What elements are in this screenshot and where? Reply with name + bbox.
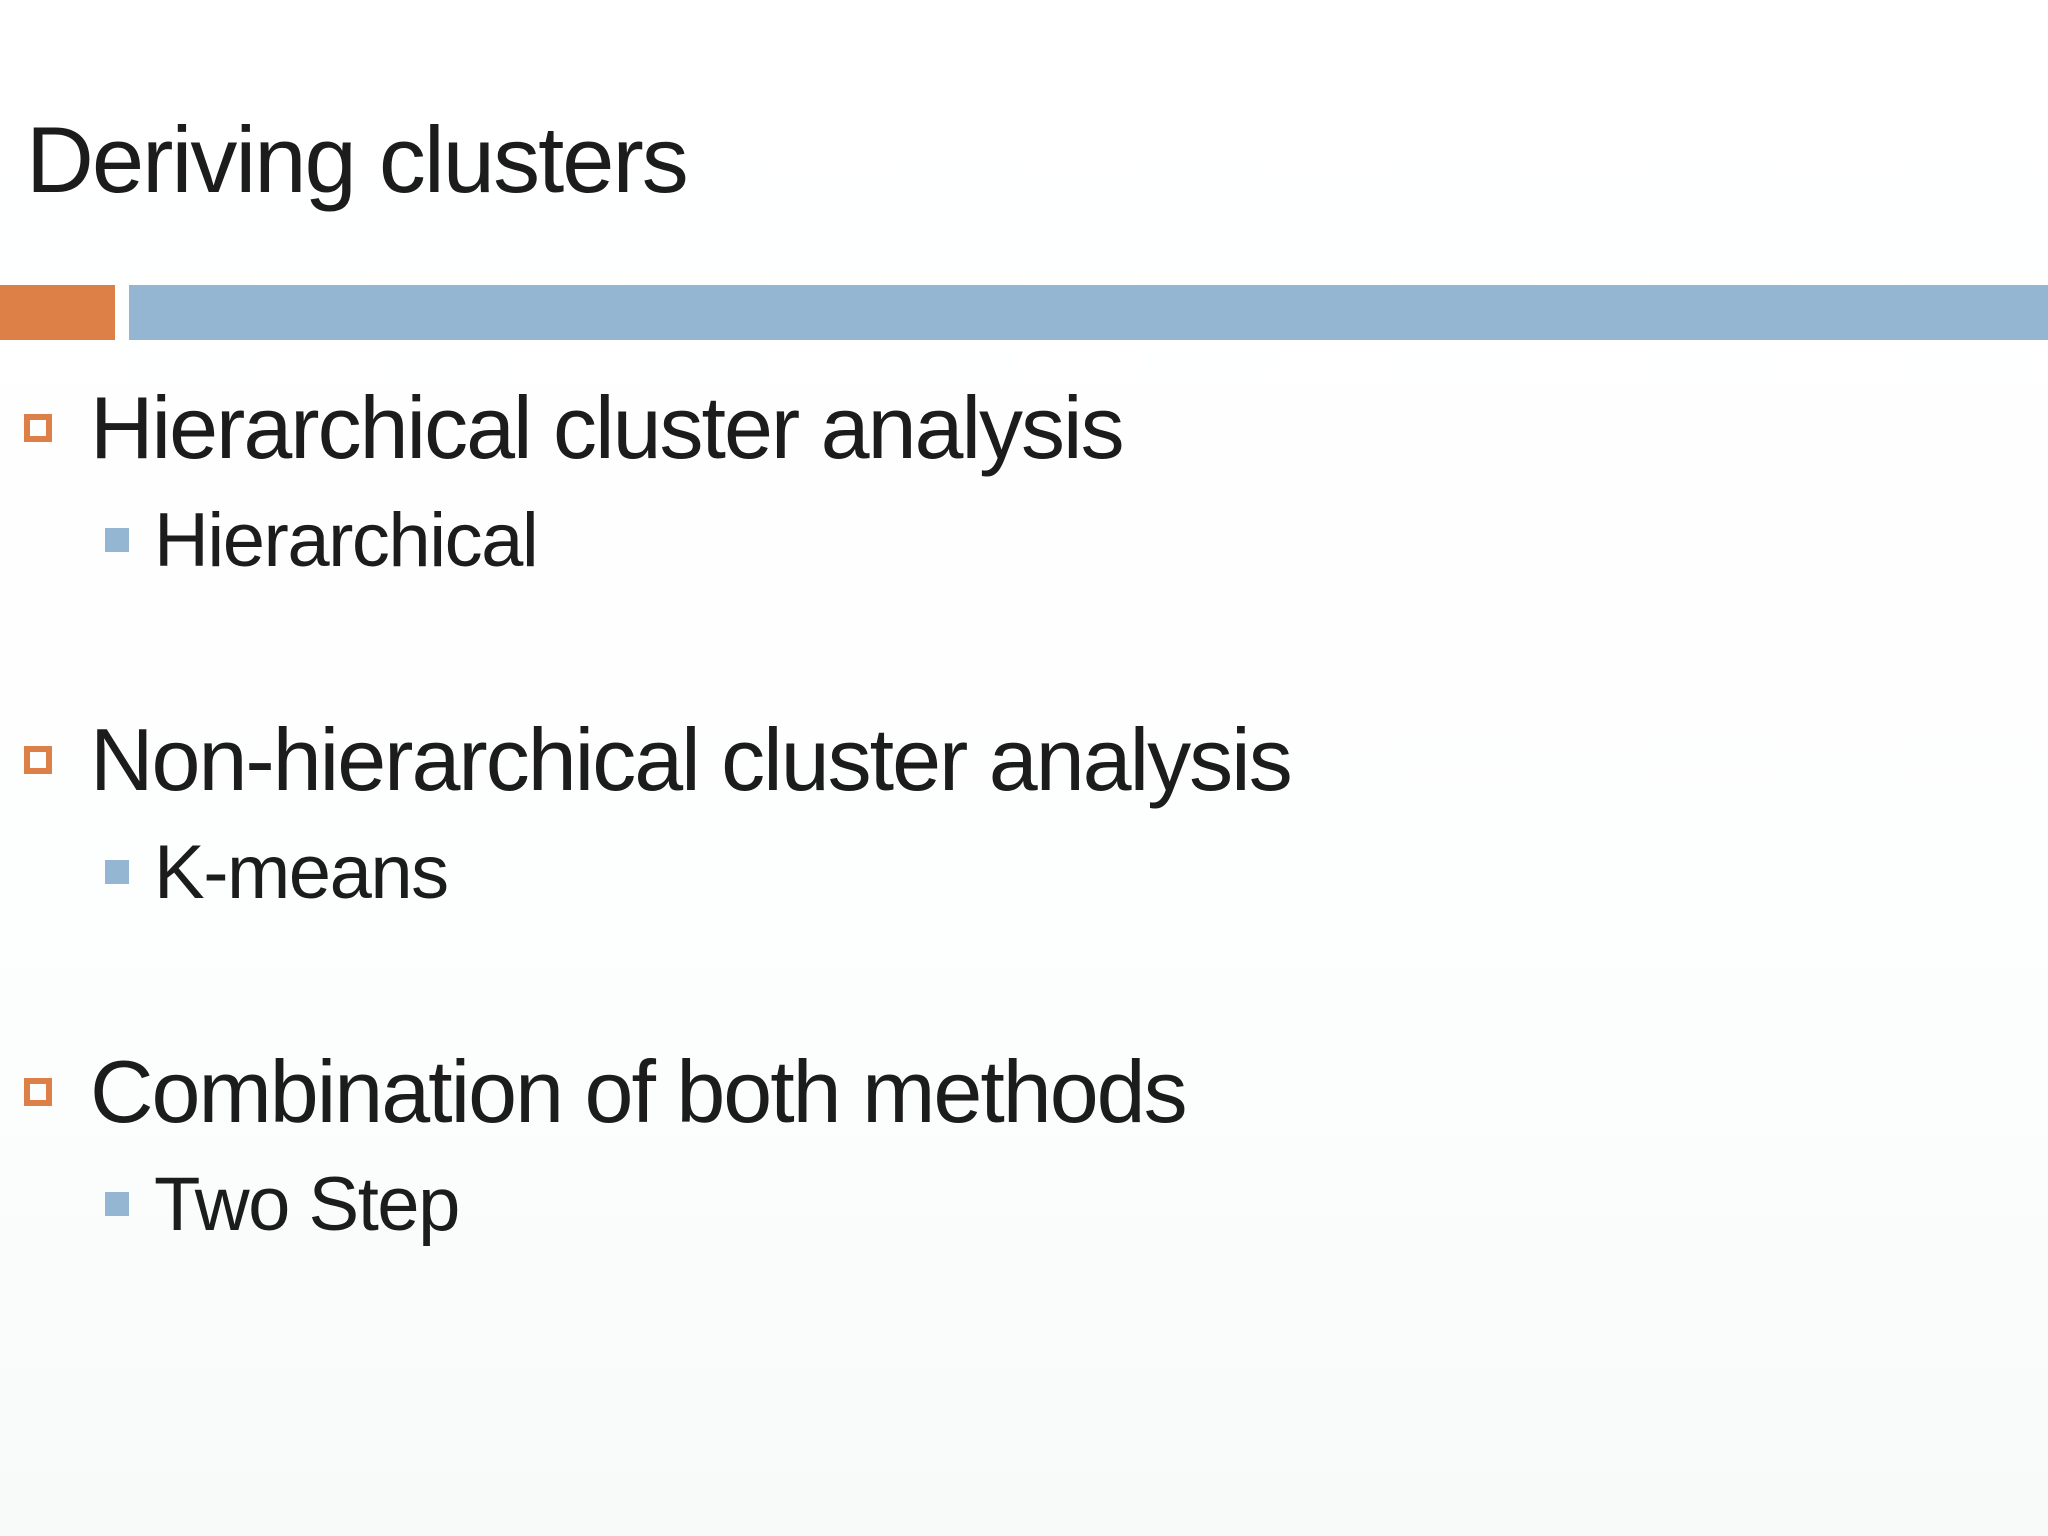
level1-bullet-icon <box>24 746 52 774</box>
sub-bullet-item: K-means <box>0 826 2048 918</box>
level2-bullet-icon <box>105 860 129 884</box>
bullet-item: Non-hierarchical cluster analysis <box>0 706 2048 814</box>
sub-bullet-item: Two Step <box>0 1158 2048 1250</box>
slide-title: Deriving clusters <box>26 107 689 212</box>
bullet-group: Combination of both methods Two Step <box>0 1038 2048 1250</box>
sub-bullet-text: Two Step <box>154 1161 460 1247</box>
bullet-group: Hierarchical cluster analysis Hierarchic… <box>0 374 2048 586</box>
bullet-text: Non-hierarchical cluster analysis <box>90 710 1293 809</box>
bullet-group: Non-hierarchical cluster analysis K-mean… <box>0 706 2048 918</box>
bullet-list: Hierarchical cluster analysis Hierarchic… <box>0 374 2048 1250</box>
bullet-text: Hierarchical cluster analysis <box>90 378 1125 477</box>
level2-bullet-icon <box>105 1192 129 1216</box>
divider-orange-segment <box>0 285 115 340</box>
sub-bullet-text: K-means <box>154 829 449 915</box>
divider-gap <box>115 285 129 340</box>
level2-bullet-icon <box>105 528 129 552</box>
level1-bullet-icon <box>24 1078 52 1106</box>
sub-bullet-text: Hierarchical <box>154 497 539 583</box>
level1-bullet-icon <box>24 414 52 442</box>
bullet-text: Combination of both methods <box>90 1042 1188 1141</box>
sub-bullet-item: Hierarchical <box>0 494 2048 586</box>
title-divider <box>0 285 2048 340</box>
bullet-item: Hierarchical cluster analysis <box>0 374 2048 482</box>
bullet-item: Combination of both methods <box>0 1038 2048 1146</box>
divider-blue-segment <box>129 285 2048 340</box>
